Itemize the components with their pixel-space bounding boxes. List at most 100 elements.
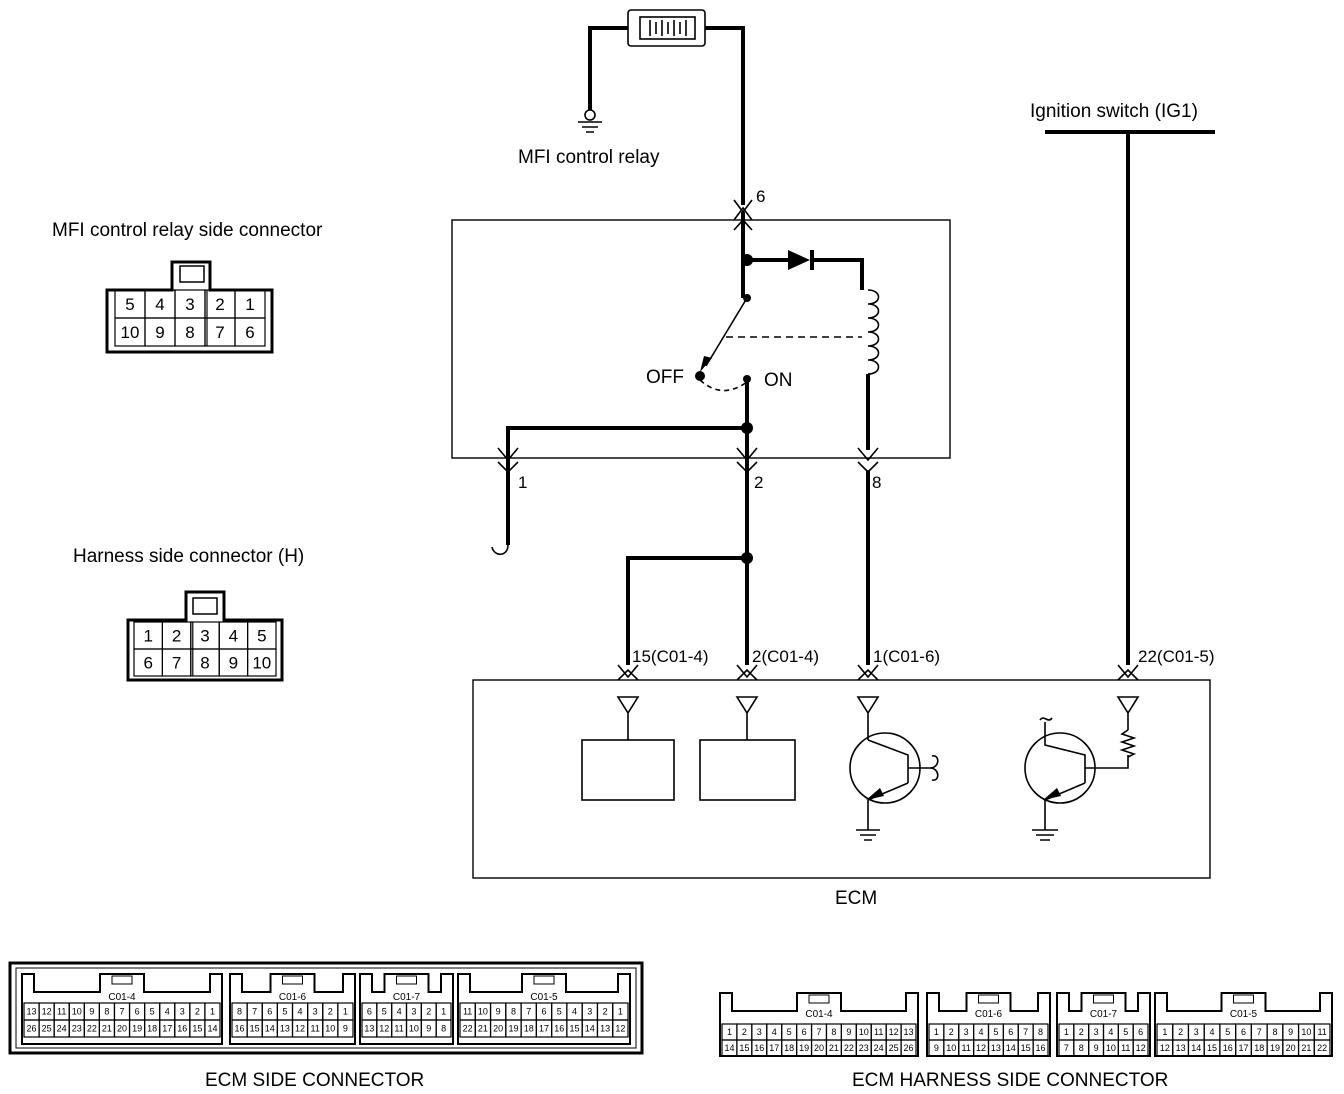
pin-number: 2	[1178, 1027, 1183, 1037]
pin-number: 18	[1254, 1043, 1264, 1053]
pin-number: 14	[1191, 1043, 1201, 1053]
transistor-icon	[849, 732, 939, 841]
pin-number: 9	[343, 1024, 348, 1034]
pin-number: 4	[1210, 1027, 1215, 1037]
pin-number: 6	[267, 1007, 272, 1017]
pin-number: 3	[1194, 1027, 1199, 1037]
pin-cell	[1132, 1039, 1149, 1057]
relay-pin-8: 8	[872, 473, 881, 492]
pin-number: 6	[367, 1007, 372, 1017]
pin-number: 5	[557, 1007, 562, 1017]
pin-number: 10	[252, 654, 271, 673]
pin-number: 1	[441, 1007, 446, 1017]
pin-number: 16	[754, 1043, 764, 1053]
pin-number: 26	[904, 1043, 914, 1053]
pin-cell	[337, 1019, 354, 1038]
pin-number: 2	[742, 1027, 747, 1037]
ecm-label: ECM	[835, 888, 877, 909]
pin-number: 8	[1079, 1043, 1084, 1053]
pin-number: 10	[946, 1043, 956, 1053]
pin-number: 7	[816, 1027, 821, 1037]
pin-number: 14	[265, 1024, 275, 1034]
pin-number: 20	[117, 1024, 127, 1034]
pin-number: 12	[379, 1024, 389, 1034]
pin-number: 6	[802, 1027, 807, 1037]
pin-number: 3	[180, 1007, 185, 1017]
pin-number: 22	[1317, 1043, 1327, 1053]
pin-number: 22	[844, 1043, 854, 1053]
relay-pin-1: 1	[518, 473, 527, 492]
off-label: OFF	[646, 367, 684, 388]
pin-number: 12	[976, 1043, 986, 1053]
pin-number: 3	[1094, 1027, 1099, 1037]
pin-number: 1	[143, 627, 152, 646]
pin-number: 8	[1272, 1027, 1277, 1037]
ecm-pin-2-c01-4: 2(C01-4)	[752, 647, 819, 666]
pin-number: 16	[177, 1024, 187, 1034]
pin-number: 11	[1317, 1027, 1326, 1037]
pin-cell	[234, 317, 266, 347]
pin-cell	[1032, 1039, 1049, 1057]
pin-number: 3	[964, 1027, 969, 1037]
ecm-pin-1-c01-6: 1(C01-6)	[873, 647, 940, 666]
pin-number: 3	[757, 1027, 762, 1037]
pin-number: 11	[394, 1024, 403, 1034]
pin-number: 20	[1286, 1043, 1296, 1053]
pin-number: 25	[889, 1043, 899, 1053]
pin-number: 7	[119, 1007, 124, 1017]
pin-number: 11	[311, 1024, 320, 1034]
relay-pin-2: 2	[754, 473, 763, 492]
pin-number: 5	[125, 295, 134, 314]
pin-number: 6	[1138, 1027, 1143, 1037]
pin-number: 26	[27, 1024, 37, 1034]
pin-number: 4	[298, 1007, 303, 1017]
pin-cell	[1313, 1039, 1331, 1057]
pin-number: 9	[426, 1024, 431, 1034]
pin-number: 8	[237, 1007, 242, 1017]
pin-number: 8	[200, 654, 209, 673]
pin-number: 9	[229, 654, 238, 673]
pin-number: 18	[147, 1024, 157, 1034]
pin-number: 14	[724, 1043, 734, 1053]
relay-pin-6: 6	[756, 187, 765, 206]
pin-number: 5	[787, 1027, 792, 1037]
transistor-icon	[1024, 717, 1137, 841]
pin-number: 16	[235, 1024, 245, 1034]
pin-number: 9	[496, 1007, 501, 1017]
pin-number: 13	[27, 1007, 37, 1017]
pin-number: 10	[409, 1024, 419, 1034]
pin-number: 9	[934, 1043, 939, 1053]
pin-number: 9	[1288, 1027, 1293, 1037]
pin-number: 13	[364, 1024, 374, 1034]
pin-number: 13	[904, 1027, 914, 1037]
pin-number: 16	[554, 1024, 564, 1034]
pin-number: 2	[603, 1007, 608, 1017]
pin-number: 1	[210, 1007, 215, 1017]
pin-number: 4	[155, 295, 164, 314]
pin-number: 16	[1036, 1043, 1046, 1053]
pin-number: 5	[1123, 1027, 1128, 1037]
pin-number: 15	[250, 1024, 260, 1034]
pin-number: 1	[1162, 1027, 1167, 1037]
pin-number: 8	[511, 1007, 516, 1017]
pin-number: 10	[121, 323, 140, 342]
connector-name: C01-4	[108, 992, 136, 1003]
pin-number: 9	[1094, 1043, 1099, 1053]
mfi-control-relay-box	[451, 219, 951, 459]
pin-number: 2	[949, 1027, 954, 1037]
pin-number: 8	[104, 1007, 109, 1017]
on-label: ON	[764, 370, 793, 391]
pin-number: 13	[991, 1043, 1001, 1053]
mfi-relay-label: MFI control relay	[518, 147, 660, 168]
relay-coil-icon	[866, 289, 880, 450]
pin-number: 2	[1079, 1027, 1084, 1037]
connector-name: C01-5	[530, 992, 558, 1003]
pin-number: 8	[441, 1024, 446, 1034]
pin-number: 18	[784, 1043, 794, 1053]
